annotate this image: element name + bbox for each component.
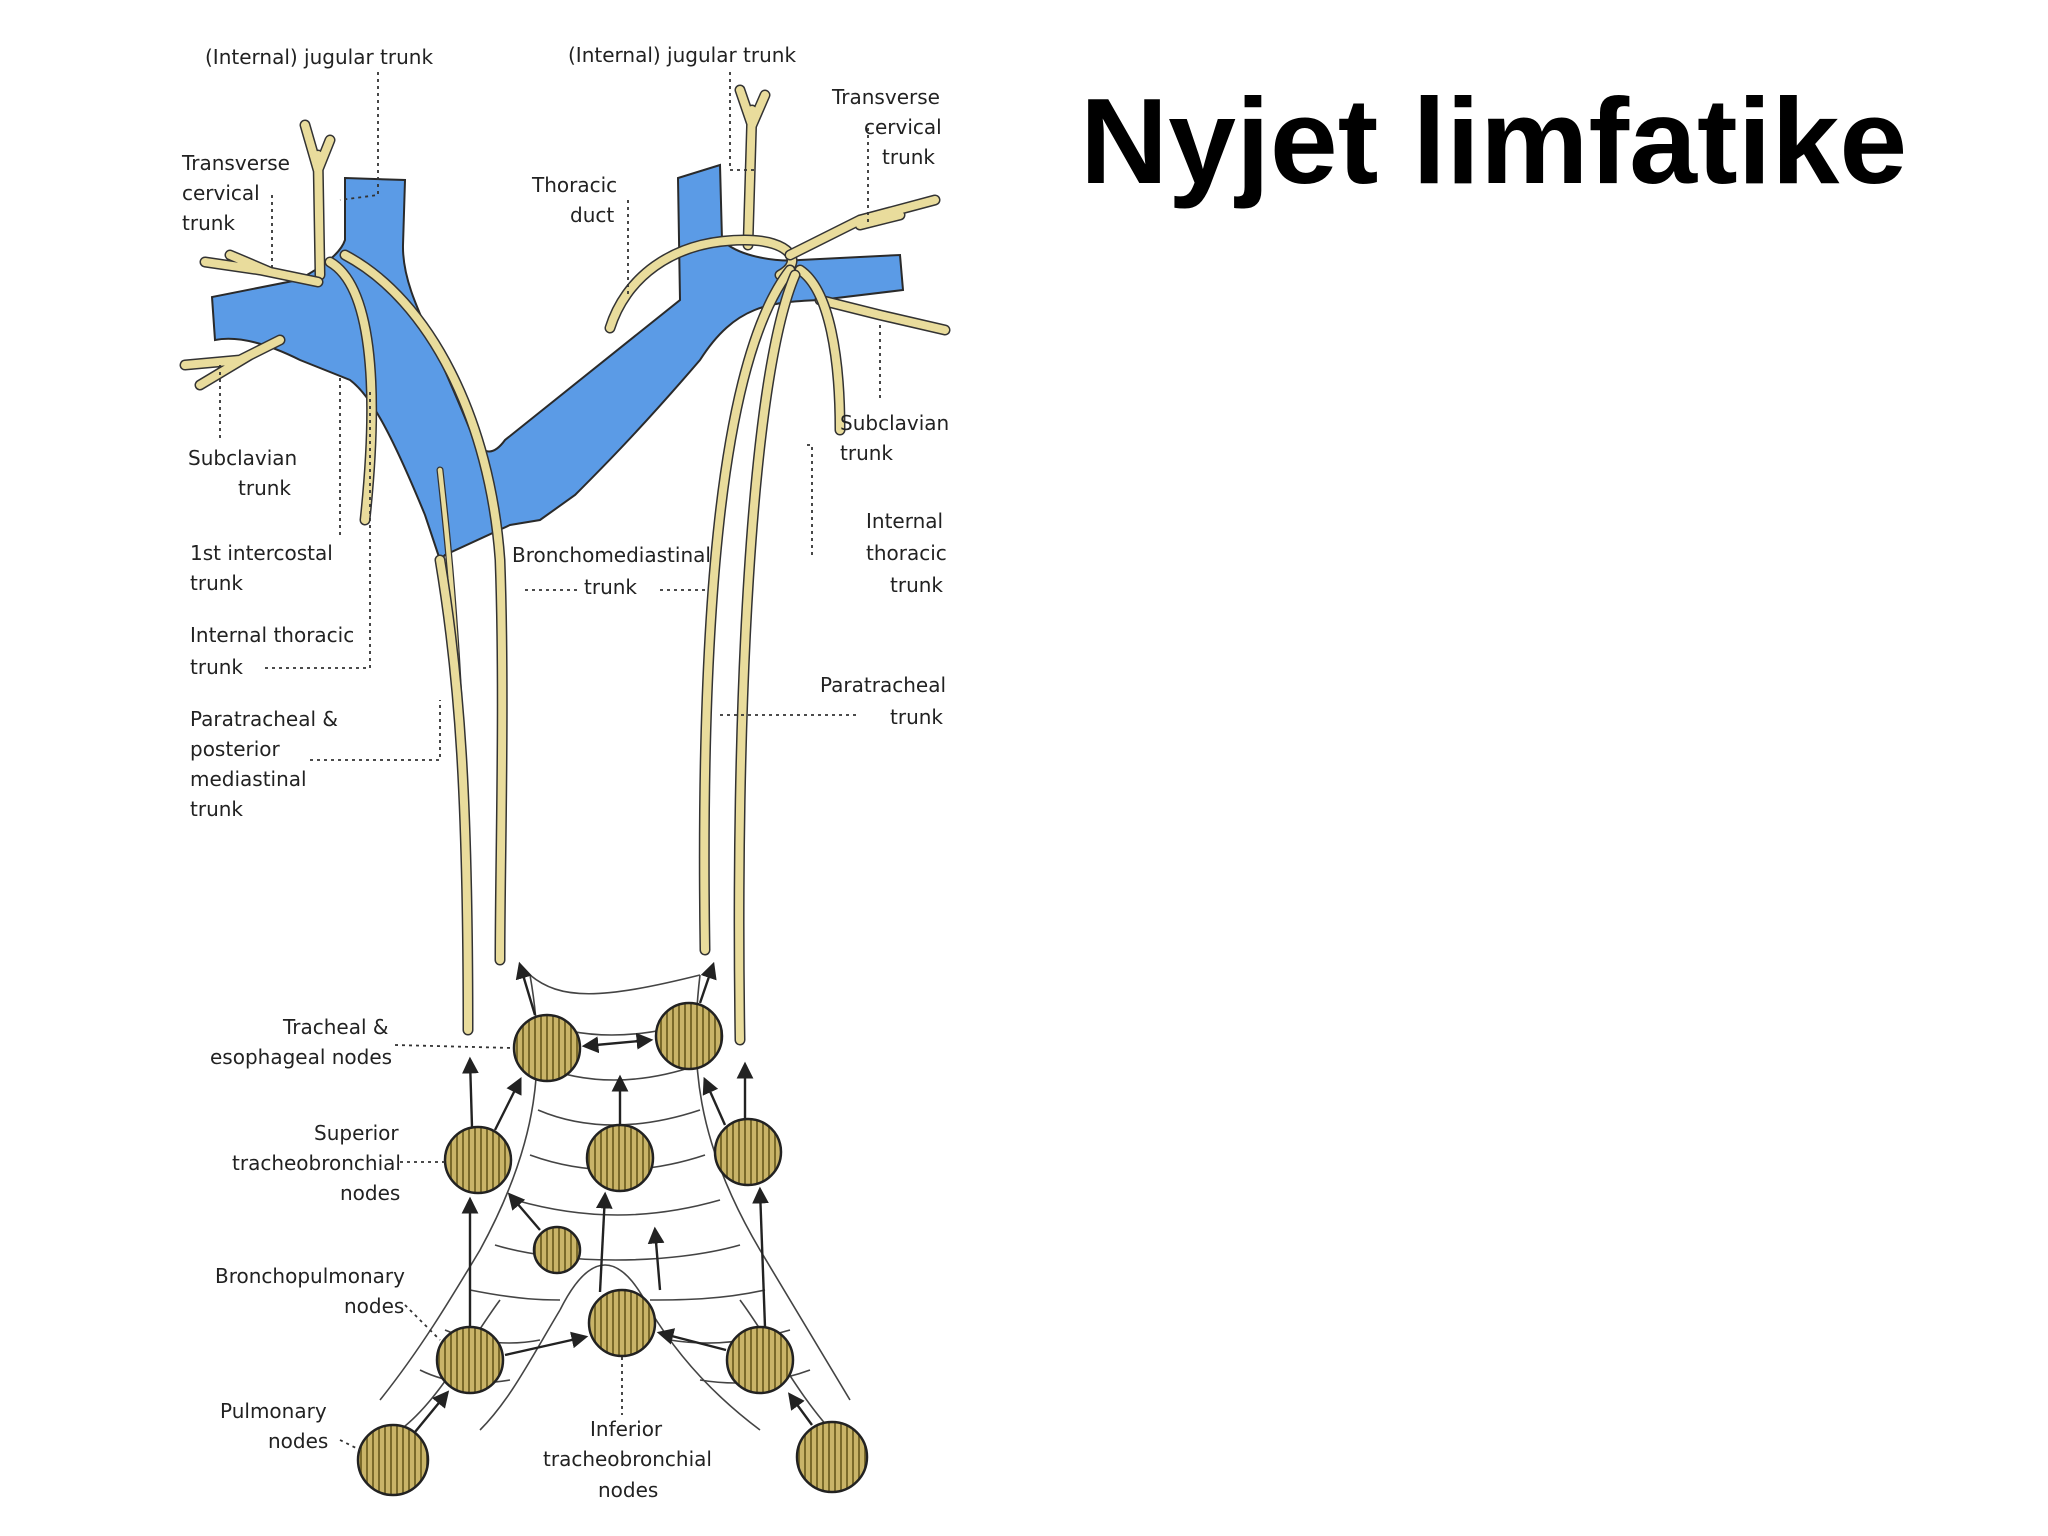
label-right-subclavian-1: Subclavian xyxy=(840,411,949,435)
label-bronchopulmonary-nodes-1: Bronchopulmonary xyxy=(215,1264,405,1288)
label-tracheal-nodes-2: esophageal nodes xyxy=(210,1045,392,1069)
label-left-transverse-cervical-3: trunk xyxy=(182,211,235,235)
label-left-paratracheal-1: Paratracheal & xyxy=(190,707,338,731)
label-thoracic-duct-1: Thoracic xyxy=(531,173,617,197)
label-superior-nodes-3: nodes xyxy=(340,1181,400,1205)
label-pulmonary-nodes-2: nodes xyxy=(268,1429,328,1453)
node-bronchopulmonary-left xyxy=(435,1325,505,1395)
label-thoracic-duct-2: duct xyxy=(570,203,614,227)
node-pulmonary-left xyxy=(356,1423,430,1497)
left-lymph-trunks xyxy=(179,119,508,1036)
label-right-jugular-trunk: (Internal) jugular trunk xyxy=(568,43,796,67)
label-left-internal-thoracic-2: trunk xyxy=(190,655,243,679)
label-superior-nodes-2: tracheobronchial xyxy=(232,1151,401,1175)
lymphatic-diagram: (Internal) jugular trunk (Internal) jugu… xyxy=(179,43,951,1502)
label-left-paratracheal-2: posterior xyxy=(190,737,281,761)
label-left-transverse-cervical-2: cervical xyxy=(182,181,260,205)
node-superior-tracheobronchial-right xyxy=(713,1117,783,1187)
label-right-internal-thoracic-3: trunk xyxy=(890,573,943,597)
label-superior-nodes-1: Superior xyxy=(314,1121,399,1145)
label-right-paratracheal-2: trunk xyxy=(890,705,943,729)
label-bronchopulmonary-nodes-2: nodes xyxy=(344,1294,404,1318)
label-left-paratracheal-4: trunk xyxy=(190,797,243,821)
label-inferior-nodes-1: Inferior xyxy=(590,1417,663,1441)
slide-title: Nyjet limfatike xyxy=(1080,73,1908,209)
label-right-internal-thoracic-1: Internal xyxy=(866,509,943,533)
label-first-intercostal-1: 1st intercostal xyxy=(190,541,333,565)
labels: (Internal) jugular trunk (Internal) jugu… xyxy=(181,43,949,1502)
node-superior-tracheobronchial-left xyxy=(443,1125,513,1195)
label-inferior-nodes-2: tracheobronchial xyxy=(543,1447,712,1471)
label-right-transverse-cervical-3: trunk xyxy=(882,145,935,169)
node-pulmonary-right xyxy=(795,1420,869,1494)
node-small-left xyxy=(532,1225,582,1275)
label-left-subclavian-2: trunk xyxy=(238,476,291,500)
label-right-internal-thoracic-2: thoracic xyxy=(866,541,947,565)
label-left-jugular-trunk: (Internal) jugular trunk xyxy=(205,45,433,69)
label-first-intercostal-2: trunk xyxy=(190,571,243,595)
node-inferior-tracheobronchial xyxy=(587,1288,657,1358)
label-bronchomediastinal-2: trunk xyxy=(584,575,637,599)
label-right-paratracheal-1: Paratracheal xyxy=(820,673,946,697)
right-lymph-trunks xyxy=(604,84,951,1046)
label-left-internal-thoracic-1: Internal thoracic xyxy=(190,623,354,647)
label-right-transverse-cervical-1: Transverse xyxy=(831,85,940,109)
flow-arrows xyxy=(414,961,813,1433)
node-superior-tracheobronchial-mid xyxy=(585,1123,655,1193)
node-tracheal-right xyxy=(654,1001,724,1071)
lymph-nodes xyxy=(356,1001,869,1497)
node-tracheal-left xyxy=(512,1013,582,1083)
label-inferior-nodes-3: nodes xyxy=(598,1478,658,1502)
label-left-transverse-cervical-1: Transverse xyxy=(181,151,290,175)
label-bronchomediastinal-1: Bronchomediastinal xyxy=(512,543,711,567)
label-left-subclavian-1: Subclavian xyxy=(188,446,297,470)
label-pulmonary-nodes-1: Pulmonary xyxy=(220,1399,327,1423)
label-tracheal-nodes-1: Tracheal & xyxy=(282,1015,389,1039)
node-bronchopulmonary-right xyxy=(725,1325,795,1395)
label-right-subclavian-2: trunk xyxy=(840,441,893,465)
label-right-transverse-cervical-2: cervical xyxy=(864,115,942,139)
label-left-paratracheal-3: mediastinal xyxy=(190,767,307,791)
leader-lines xyxy=(219,72,881,1451)
